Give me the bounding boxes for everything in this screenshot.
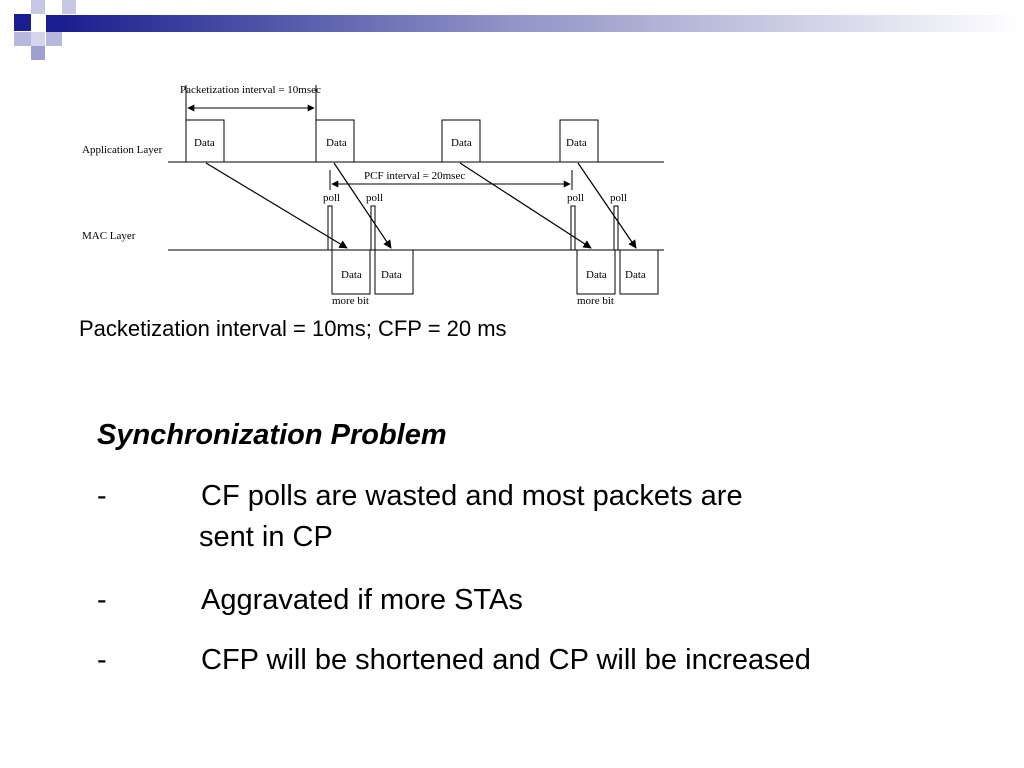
app-data-packet: Data bbox=[185, 119, 225, 163]
banner-square bbox=[14, 14, 31, 31]
bullet-dash: - bbox=[97, 644, 107, 676]
header-banner bbox=[14, 0, 1024, 60]
banner-square bbox=[31, 32, 45, 46]
more-bit-label: more bit bbox=[577, 295, 614, 307]
transfer-arrow bbox=[333, 162, 392, 249]
pcf-interval-label: PCF interval = 20msec bbox=[364, 170, 465, 182]
bullet-text: CFP will be shortened and CP will be inc… bbox=[201, 644, 811, 676]
mac-data-label: Data bbox=[586, 269, 607, 281]
mac-data-label: Data bbox=[381, 269, 402, 281]
mac-data-packet: Data bbox=[331, 249, 371, 295]
transfer-arrow bbox=[577, 162, 637, 249]
poll-label: poll bbox=[366, 192, 383, 204]
mac-data-label: Data bbox=[625, 269, 646, 281]
packetization-interval-label: Packetization interval = 10msec bbox=[180, 84, 321, 96]
mac-data-packet: Data bbox=[374, 249, 414, 295]
bullet-text: Aggravated if more STAs bbox=[201, 584, 523, 616]
app-data-label: Data bbox=[451, 137, 472, 149]
mac-layer-label: MAC Layer bbox=[82, 230, 136, 242]
mac-data-packet: Data bbox=[576, 249, 616, 295]
banner-square bbox=[46, 32, 62, 46]
mac-data-packet: Data bbox=[619, 249, 659, 295]
timing-diagram: Packetization interval = 10msec Applicat… bbox=[82, 84, 664, 307]
poll-frame bbox=[613, 205, 619, 251]
app-data-label: Data bbox=[194, 137, 215, 149]
poll-label: poll bbox=[567, 192, 584, 204]
banner-gradient-band bbox=[62, 15, 1024, 32]
banner-square bbox=[14, 32, 31, 46]
bullet-dash: - bbox=[97, 584, 107, 616]
app-data-packet: Data bbox=[559, 119, 599, 163]
application-layer-label: Application Layer bbox=[82, 144, 163, 156]
poll-frame bbox=[370, 205, 376, 251]
banner-square bbox=[46, 15, 62, 32]
banner-square bbox=[31, 46, 45, 60]
bullet-text: CF polls are wasted and most packets are bbox=[201, 480, 743, 512]
poll-label: poll bbox=[323, 192, 340, 204]
transfer-arrow bbox=[459, 162, 592, 249]
more-bit-label: more bit bbox=[332, 295, 369, 307]
diagram-caption: Packetization interval = 10ms; CFP = 20 … bbox=[79, 316, 507, 341]
app-data-packet: Data bbox=[315, 119, 355, 163]
poll-frame bbox=[570, 205, 576, 251]
app-data-packet: Data bbox=[441, 119, 481, 163]
poll-label: poll bbox=[610, 192, 627, 204]
banner-square bbox=[31, 0, 45, 14]
transfer-arrow bbox=[205, 162, 348, 249]
bullet-dash: - bbox=[97, 480, 107, 512]
bullet-text-continuation: sent in CP bbox=[199, 521, 333, 553]
banner-square bbox=[62, 0, 76, 14]
poll-frame bbox=[327, 205, 333, 251]
app-data-label: Data bbox=[566, 137, 587, 149]
mac-data-label: Data bbox=[341, 269, 362, 281]
app-data-label: Data bbox=[326, 137, 347, 149]
section-heading: Synchronization Problem bbox=[97, 419, 447, 451]
